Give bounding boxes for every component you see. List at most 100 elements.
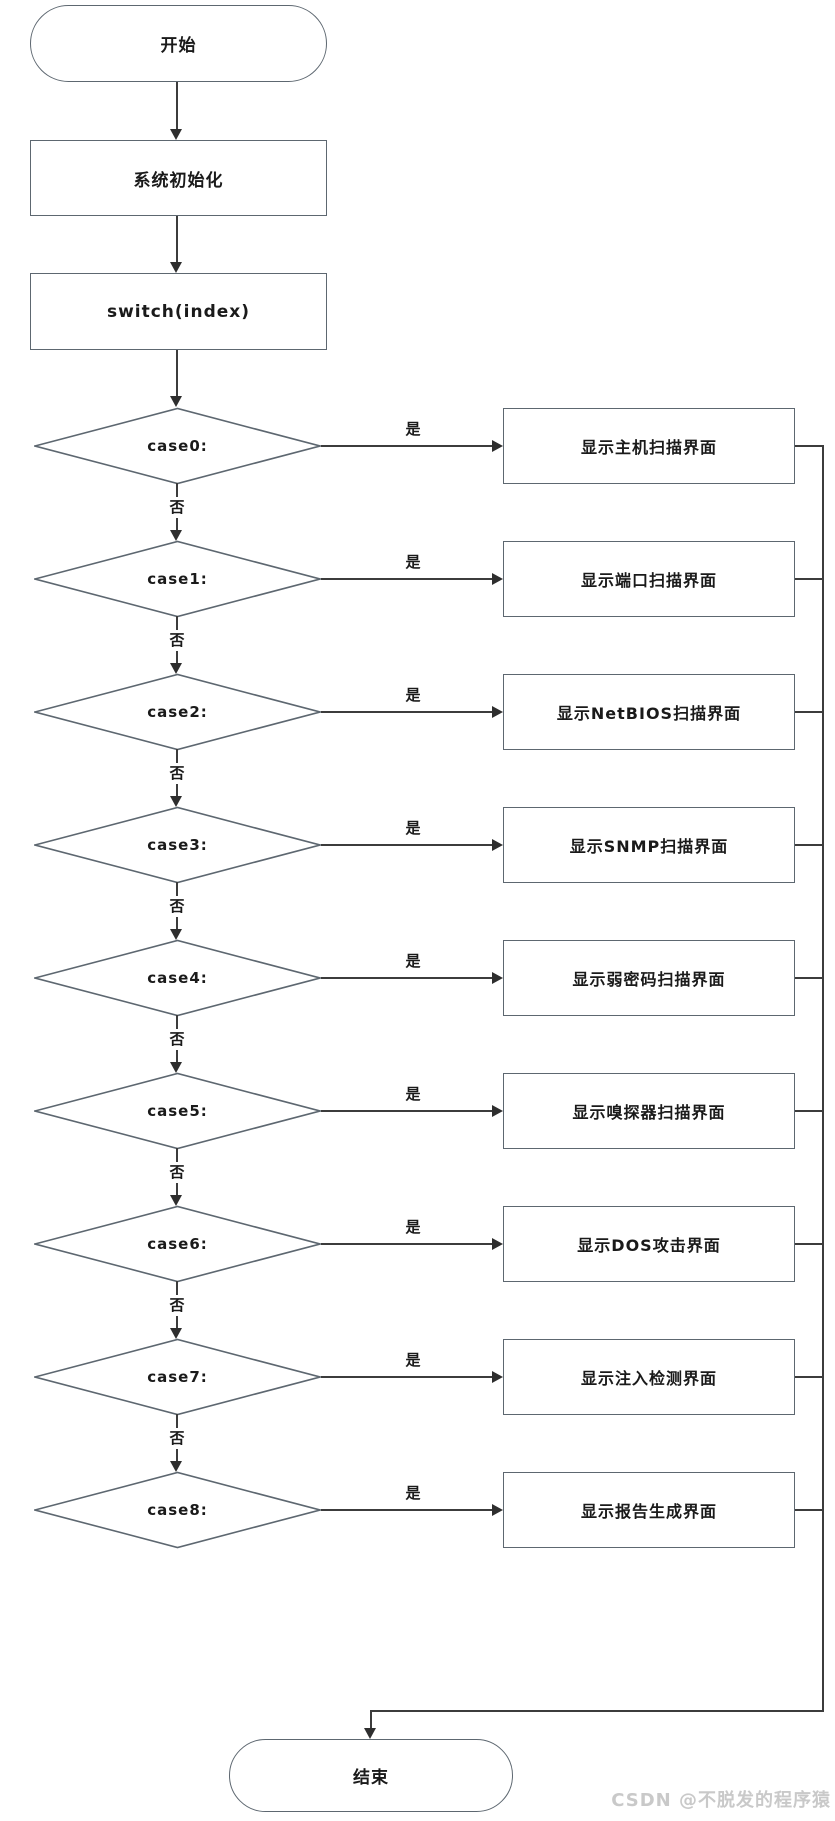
arrowhead-down-icon [170,530,182,541]
yes-label: 是 [392,1483,434,1504]
decision-diamond: case4: [34,939,321,1017]
diamond-shape-icon [34,1072,321,1150]
result-to-bus-stub [795,844,824,846]
yes-label: 是 [392,1350,434,1371]
connector-switch-case0 [176,350,178,397]
yes-label: 是 [392,818,434,839]
yes-label: 是 [392,951,434,972]
result-process: 显示端口扫描界面 [503,541,795,617]
yes-branch-line [321,578,494,580]
result-to-bus-stub [795,1376,824,1378]
connector-init-switch [176,216,178,263]
case-label: case6: [147,1235,208,1253]
no-label: 否 [156,1428,198,1449]
arrowhead-right-icon [492,839,503,851]
diamond-shape-icon [34,1338,321,1416]
start-label: 开始 [160,36,197,56]
yes-branch-line [321,977,494,979]
process-init: 系统初始化 [30,140,327,216]
arrowhead-right-icon [492,1504,503,1516]
result-label: 显示端口扫描界面 [580,571,717,590]
result-label: 显示SNMP扫描界面 [569,837,729,856]
start-terminator: 开始 [30,5,327,82]
arrowhead-down-icon [170,1328,182,1339]
yes-branch-line [321,1509,494,1511]
case-label: case1: [147,570,208,588]
case-label: case7: [147,1368,208,1386]
yes-branch-line [321,1376,494,1378]
case-label: case3: [147,836,208,854]
result-process: 显示嗅探器扫描界面 [503,1073,795,1149]
result-label: 显示主机扫描界面 [580,438,717,457]
yes-label: 是 [392,685,434,706]
yes-branch-line [321,1243,494,1245]
decision-diamond: case7: [34,1338,321,1416]
csdn-watermark: CSDN @不脱发的程序猿 [611,1790,831,1811]
result-to-bus-stub [795,1110,824,1112]
no-label: 否 [156,896,198,917]
result-process: 显示SNMP扫描界面 [503,807,795,883]
yes-branch-line [321,844,494,846]
result-label: 显示NetBIOS扫描界面 [556,704,742,723]
result-to-bus-stub [795,445,824,447]
decision-diamond: case8: [34,1471,321,1549]
arrowhead-right-icon [492,1238,503,1250]
arrowhead-down-icon [170,1062,182,1073]
no-label: 否 [156,497,198,518]
arrowhead-down-icon [364,1728,376,1739]
result-process: 显示NetBIOS扫描界面 [503,674,795,750]
no-label: 否 [156,630,198,651]
switch-label: switch(index) [106,301,251,322]
end-label: 结束 [353,1768,389,1788]
yes-label: 是 [392,1217,434,1238]
arrowhead-down-icon [170,796,182,807]
no-label: 否 [156,1029,198,1050]
decision-diamond: case6: [34,1205,321,1283]
diamond-shape-icon [34,939,321,1017]
init-label: 系统初始化 [133,170,224,191]
decision-diamond: case3: [34,806,321,884]
diamond-shape-icon [34,806,321,884]
diamond-shape-icon [34,673,321,751]
arrowhead-down-icon [170,929,182,940]
arrowhead-down-icon [170,1195,182,1206]
arrowhead-right-icon [492,1105,503,1117]
connector-bus-end [370,1710,372,1730]
result-to-bus-stub [795,977,824,979]
decision-diamond: case0: [34,407,321,485]
arrowhead-right-icon [492,573,503,585]
result-to-bus-stub [795,711,824,713]
process-switch: switch(index) [30,273,327,350]
arrowhead-down-icon [170,396,182,407]
decision-diamond: case5: [34,1072,321,1150]
arrowhead-down-icon [170,663,182,674]
result-label: 显示嗅探器扫描界面 [572,1103,726,1122]
diamond-shape-icon [34,407,321,485]
case-label: case0: [147,437,208,455]
diamond-shape-icon [34,1205,321,1283]
result-label: 显示报告生成界面 [580,1502,717,1521]
decision-diamond: case2: [34,673,321,751]
diamond-shape-icon [34,540,321,618]
result-process: 显示报告生成界面 [503,1472,795,1548]
no-label: 否 [156,1162,198,1183]
yes-branch-line [321,445,494,447]
arrowhead-down-icon [170,262,182,273]
yes-label: 是 [392,552,434,573]
result-to-bus-stub [795,1509,824,1511]
result-process: 显示主机扫描界面 [503,408,795,484]
case-label: case5: [147,1102,208,1120]
arrowhead-down-icon [170,1461,182,1472]
result-process: 显示注入检测界面 [503,1339,795,1415]
no-label: 否 [156,1295,198,1316]
case-label: case4: [147,969,208,987]
yes-branch-line [321,1110,494,1112]
connector-start-init [176,82,178,130]
result-to-bus-stub [795,1243,824,1245]
result-process: 显示弱密码扫描界面 [503,940,795,1016]
result-process: 显示DOS攻击界面 [503,1206,795,1282]
arrowhead-right-icon [492,972,503,984]
result-to-bus-stub [795,578,824,580]
diamond-shape-icon [34,1471,321,1549]
